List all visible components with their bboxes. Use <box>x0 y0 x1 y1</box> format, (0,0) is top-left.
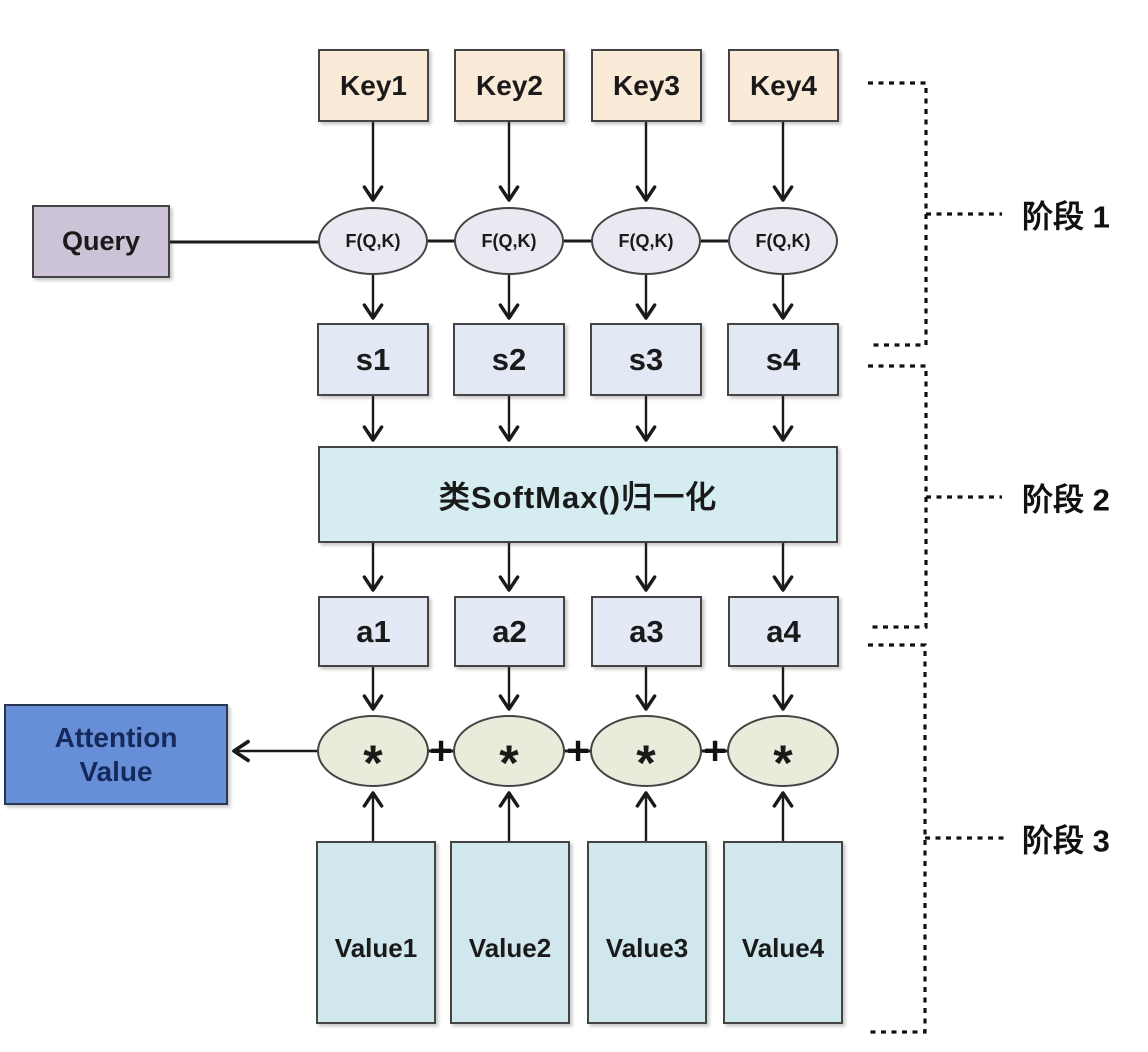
multiply-symbol-2: * <box>499 735 519 791</box>
value4-label: Value4 <box>741 933 825 963</box>
stage1-label: 阶段 1 <box>1022 199 1110 235</box>
weight-to-multiply-arrows <box>362 667 794 711</box>
f-node-4: F(Q,K) <box>728 207 838 275</box>
key4-label: Key4 <box>750 69 817 101</box>
query-and-f-connectors <box>170 239 729 244</box>
value2-box: Value2 <box>450 841 570 1024</box>
attention-value-box: Attention Value <box>4 704 228 805</box>
f-node-4-label: F(Q,K) <box>755 230 811 251</box>
stage2-label: 阶段 2 <box>1022 482 1110 518</box>
score-s2-label: s2 <box>491 341 527 377</box>
multiply-node-3: * <box>590 715 702 791</box>
key1-label: Key1 <box>340 69 407 101</box>
multiply-node-1: * <box>317 715 429 791</box>
attention-value-line1: Attention <box>54 721 178 753</box>
f-node-1: F(Q,K) <box>318 207 428 275</box>
key2-label: Key2 <box>476 69 543 101</box>
query-label: Query <box>61 226 141 256</box>
key3-box: Key3 <box>591 49 702 122</box>
query-box: Query <box>32 205 170 278</box>
value4-box: Value4 <box>723 841 843 1024</box>
value3-box: Value3 <box>587 841 707 1024</box>
weight-a4-label: a4 <box>766 613 801 649</box>
stage3-label: 阶段 3 <box>1022 823 1110 859</box>
score-s2-box: s2 <box>453 323 565 396</box>
score-s1-box: s1 <box>317 323 429 396</box>
score-s3-label: s3 <box>628 341 664 377</box>
score-s3-box: s3 <box>590 323 702 396</box>
weight-a3-box: a3 <box>591 596 702 667</box>
key2-box: Key2 <box>454 49 565 122</box>
value1-box: Value1 <box>316 841 436 1024</box>
score-s4-label: s4 <box>765 341 801 377</box>
plus-symbol-1: + <box>429 729 453 773</box>
value1-label: Value1 <box>334 933 418 963</box>
multiply-symbol-3: * <box>636 735 656 791</box>
stage1-bracket <box>868 81 1002 347</box>
f-node-1-label: F(Q,K) <box>345 230 401 251</box>
f-node-2: F(Q,K) <box>454 207 564 275</box>
weight-a3-label: a3 <box>629 613 664 649</box>
key-to-f-arrows <box>362 122 794 202</box>
f-node-2-label: F(Q,K) <box>481 230 537 251</box>
f-to-score-arrows <box>362 275 794 320</box>
multiply-node-4: * <box>727 715 839 791</box>
softmax-label: 类SoftMax()归一化 <box>438 480 718 515</box>
stage3-bracket <box>868 643 1008 1034</box>
key1-box: Key1 <box>318 49 429 122</box>
stage2-bracket <box>868 364 1002 629</box>
weight-a2-label: a2 <box>492 613 527 649</box>
plus-symbol-2: + <box>566 729 590 773</box>
key3-label: Key3 <box>613 69 680 101</box>
f-node-3-label: F(Q,K) <box>618 230 674 251</box>
value-to-multiply-arrows <box>362 791 794 841</box>
key4-box: Key4 <box>728 49 839 122</box>
score-to-softmax-arrows <box>362 396 794 442</box>
multiply-node-2: * <box>453 715 565 791</box>
weight-a1-label: a1 <box>356 613 391 649</box>
multiply-symbol-4: * <box>773 735 793 791</box>
attention-value-line2: Value <box>79 755 153 787</box>
value2-label: Value2 <box>468 933 552 963</box>
weight-a1-box: a1 <box>318 596 429 667</box>
score-s4-box: s4 <box>727 323 839 396</box>
weight-a4-box: a4 <box>728 596 839 667</box>
softmax-box: 类SoftMax()归一化 <box>318 446 838 543</box>
plus-symbol-3: + <box>703 729 727 773</box>
weight-a2-box: a2 <box>454 596 565 667</box>
value3-label: Value3 <box>605 933 689 963</box>
multiply-symbol-1: * <box>363 735 383 791</box>
softmax-to-weight-arrows <box>362 543 794 592</box>
f-node-3: F(Q,K) <box>591 207 701 275</box>
score-s1-label: s1 <box>355 341 391 377</box>
